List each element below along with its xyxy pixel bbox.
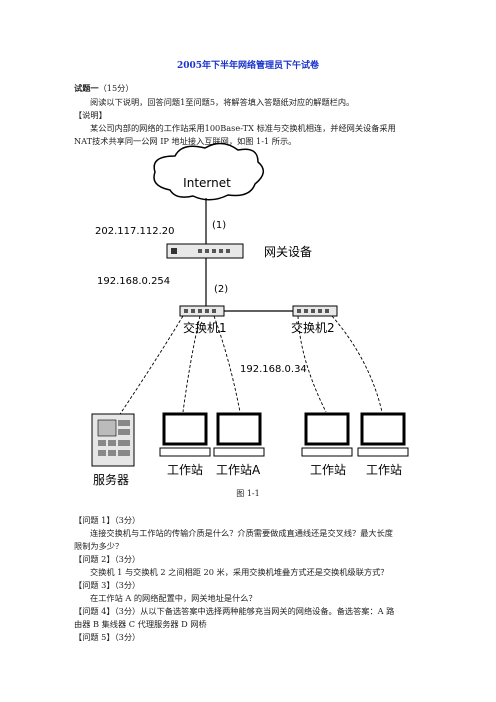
gateway-label: 网关设备 [264,245,312,259]
workstation-icon [357,412,409,457]
workstation-icon [159,412,211,457]
description-line: 某公司内部的网络的工作站采用100Base-TX 标准与交换机相连，并经网关设备… [90,123,396,133]
question-1-text: 连接交换机与工作站的传输介质是什么？介质需要做成直通线还是交叉线？最大长度 [90,528,393,538]
question-3-text: 在工作站 A 的网络配置中，网关地址是什么？ [90,593,257,603]
gateway-device [166,243,244,259]
question-heading: 试题一（15分） [74,82,434,94]
workstation-label: 工作站 [167,463,203,477]
description-line: NAT技术共享同一公网 IP 地址接入互联网，如图 1-1 所示。 [74,136,297,146]
switch-1-label: 交换机1 [183,320,227,335]
gateway-ip-label: 192.168.0.254 [97,276,170,287]
note-heading: 【说明】 [74,110,107,120]
question-number: 试题一 [74,83,99,93]
workstation-label: 工作站 [310,463,346,477]
workstation-label: 工作站 [366,463,402,477]
question-1-text: 限制为多少？ [74,541,124,551]
server-icon [91,413,135,467]
workstation-icon [301,412,353,457]
question-2-text: 交换机 1 与交换机 2 之间相距 20 米，采用交换机堆叠方式还是交换机级联方… [90,567,389,577]
question-4-text: 【问题 4】（3分）从以下备选答案中选择两种能够充当网关的网络设备。备选答案：A… [74,606,395,616]
intro-text: 阅读以下说明，回答问题1至问题5，将解答填入答题纸对应的解题栏内。 [90,97,355,107]
question-1-heading: 【问题 1】（3分） [74,515,141,525]
figure-caption: 图 1-1 [236,489,260,498]
internet-label: Internet [183,176,231,190]
question-5-heading: 【问题 5】（3分） [74,632,141,642]
workstation-a-icon [213,412,265,457]
switch-2-label: 交换机2 [291,320,335,335]
internet-cloud: Internet [153,142,264,201]
question-4-text: 由器 B 集线器 C 代理服务器 D 网桥 [74,619,207,629]
switch-2 [292,305,338,317]
question-3-heading: 【问题 3】（3分） [74,580,141,590]
link-2-label: (2) [214,284,228,295]
cable-links [115,315,383,421]
page-title: 2005年下半年网络管理员下午试卷 [176,61,320,71]
host-ip-label: 192.168.0.34 [240,364,307,375]
workstation-a-label: 工作站A [216,463,261,477]
switch-1 [179,305,225,317]
question-2-heading: 【问题 2】（3分） [74,554,141,564]
public-ip-label: 202.117.112.20 [95,226,175,237]
server-label: 服务器 [93,472,129,487]
link-1-label: (1) [212,220,226,231]
question-score: （15分） [98,83,134,93]
